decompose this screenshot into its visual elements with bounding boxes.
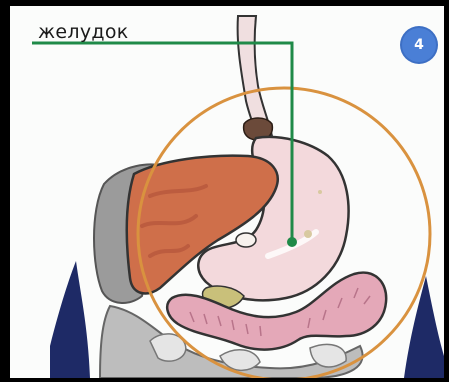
left-shadow-shape (50, 261, 90, 378)
stomach-spot-2 (318, 190, 322, 194)
pointer-dot (287, 237, 297, 247)
stomach-spot-1 (304, 230, 312, 238)
illustration-panel: желудок (10, 6, 444, 378)
step-number-badge: 4 (402, 28, 436, 62)
anatomy-illustration (10, 6, 444, 378)
organ-label: желудок (38, 23, 129, 42)
liver-light-lobe (236, 233, 256, 247)
right-shadow-shape (404, 276, 444, 378)
